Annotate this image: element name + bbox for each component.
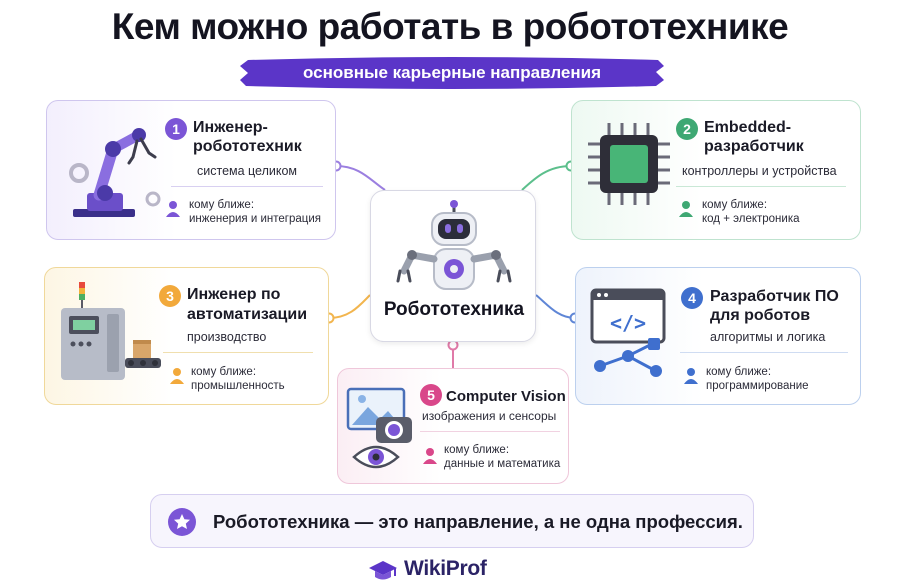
- career-card-automation-engineer: 3 Инженер по автоматизации производство …: [44, 267, 329, 405]
- card-title-line-1: Инженер по: [187, 286, 281, 303]
- star-icon: [168, 508, 196, 536]
- graduation-cap-icon: [369, 561, 397, 580]
- microchip-icon: [588, 123, 670, 205]
- brand-name: WikiProf: [404, 557, 487, 580]
- card-number-badge: 5: [420, 384, 442, 406]
- card-closer-value: данные и математика: [444, 458, 561, 470]
- card-number-badge: 1: [165, 118, 187, 140]
- card-closer-label: кому ближе:: [444, 444, 510, 456]
- career-card-computer-vision: 5 Computer Vision изображения и сенсоры …: [337, 368, 569, 484]
- card-closer-value: код + электроника: [702, 213, 800, 225]
- card-divider: [163, 352, 313, 353]
- card-description: алгоритмы и логика: [710, 330, 826, 344]
- brand-logo: WikiProf: [368, 555, 538, 583]
- card-closer-label: кому ближе:: [191, 366, 257, 378]
- card-title-line-1: Инженер-: [193, 119, 268, 136]
- camera-eye-icon: [346, 387, 412, 469]
- card-description: контроллеры и устройства: [682, 164, 837, 178]
- card-closer-value: программирование: [706, 380, 809, 392]
- card-title-line-2: робототехник: [193, 138, 302, 155]
- career-card-robotics-engineer: 1 Инженер- робототехник система целиком …: [46, 100, 336, 240]
- center-node: Робототехника: [370, 190, 536, 342]
- card-divider: [171, 186, 323, 187]
- person-icon: [684, 368, 698, 384]
- card-description: производство: [187, 330, 267, 344]
- card-closer-label: кому ближе:: [706, 366, 772, 378]
- card-description: изображения и сенсоры: [422, 409, 557, 423]
- card-number-badge: 4: [681, 287, 703, 309]
- card-closer-value: промышленность: [191, 380, 285, 392]
- subtitle: основные карьерные направления: [302, 63, 601, 82]
- person-icon: [679, 201, 693, 217]
- factory-machine-icon: [61, 282, 161, 380]
- card-closer-label: кому ближе:: [189, 199, 255, 211]
- card-title-line-2: автоматизации: [187, 306, 308, 323]
- person-icon: [166, 201, 180, 217]
- career-card-robot-software-developer: </> 4 Разработчик ПО для роботов алгорит…: [575, 267, 861, 405]
- page-title: Кем можно работать в робототехнике: [111, 6, 789, 47]
- robot-icon: [396, 200, 512, 290]
- card-divider: [680, 352, 848, 353]
- card-divider: [676, 186, 846, 187]
- person-icon: [170, 368, 184, 384]
- summary-banner: Робототехника — это направление, а не од…: [150, 494, 754, 548]
- brush-stroke-background: [240, 57, 664, 89]
- card-number-badge: 2: [676, 118, 698, 140]
- career-card-embedded-developer: 2 Embedded- разработчик контроллеры и ус…: [571, 100, 861, 240]
- card-title-line-1: Разработчик ПО: [710, 288, 839, 305]
- card-title-line-2: для роботов: [710, 307, 811, 324]
- card-title-line-1: Computer Vision: [446, 388, 566, 405]
- code-window-icon: </>: [590, 288, 666, 377]
- card-divider: [420, 431, 560, 432]
- card-description: система целиком: [197, 164, 298, 178]
- svg-text:</>: </>: [610, 311, 646, 335]
- card-title-line-1: Embedded-: [704, 119, 792, 136]
- person-icon: [423, 448, 437, 464]
- subtitle-ribbon: основные карьерные направления: [238, 56, 666, 90]
- card-closer-label: кому ближе:: [702, 199, 768, 211]
- card-number-badge: 3: [159, 285, 181, 307]
- center-label: Робототехника: [383, 299, 525, 320]
- card-closer-value: инженерия и интеграция: [189, 213, 322, 225]
- robot-arm-icon: [69, 128, 161, 217]
- card-title-line-2: разработчик: [704, 138, 804, 155]
- banner-text: Робототехника — это направление, а не од…: [213, 511, 743, 532]
